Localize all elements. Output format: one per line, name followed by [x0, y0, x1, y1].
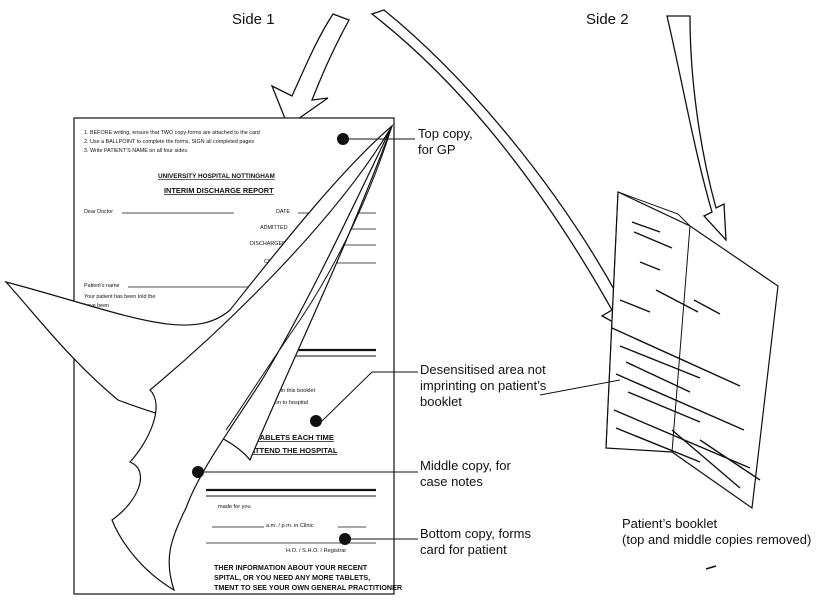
form-report-title: INTERIM DISCHARGE REPORT [164, 186, 274, 195]
form-instruction-2: 2. Use a BALLPOINT to complete the forms… [84, 139, 254, 145]
desensitised-dot [310, 415, 322, 427]
form-ampm: a.m. / p.m. in Clinic [266, 523, 314, 529]
side2-heading: Side 2 [586, 12, 629, 28]
top-copy-label: Top copy,for GP [418, 126, 473, 158]
side2-arrow [667, 16, 726, 240]
form-hospital-name: UNIVERSITY HOSPITAL NOTTINGHAM [158, 173, 275, 180]
form-made-for-you: made for you [218, 504, 251, 510]
patient-booklet-label: Patient’s booklet(top and middle copies … [622, 516, 811, 548]
form-instruction-3: 3. Write PATIENT’S NAME on all four side… [84, 148, 189, 154]
form-admitted: ADMITTED [260, 225, 288, 231]
form-attend: ATTEND THE HOSPITAL [250, 446, 338, 455]
side1-arrow [272, 14, 349, 126]
form-gp: TMENT TO SEE YOUR OWN GENERAL PRACTITION… [214, 583, 403, 592]
form-date: DATE [276, 209, 290, 215]
bottom-copy-dot [339, 533, 351, 545]
form-ho: H.O. / S.H.O. / Registrar [286, 548, 346, 554]
middle-copy-dot [192, 466, 204, 478]
side1-to-booklet-arrow [372, 10, 628, 330]
form-spital: SPITAL, OR YOU NEED ANY MORE TABLETS, [214, 573, 370, 582]
form-patients-name: Patient’s name [84, 283, 120, 289]
form-dear-doctor: Dear Doctor [84, 209, 113, 215]
form-further: THER INFORMATION ABOUT YOUR RECENT [214, 563, 368, 572]
side1-heading: Side 1 [232, 12, 275, 28]
patient-booklet [606, 192, 778, 508]
top-copy-dot [337, 133, 349, 145]
form-patient-told: Your patient has been told the [84, 294, 155, 300]
form-instruction-1: 1. BEFORE writing, ensure that TWO copy-… [84, 130, 260, 136]
